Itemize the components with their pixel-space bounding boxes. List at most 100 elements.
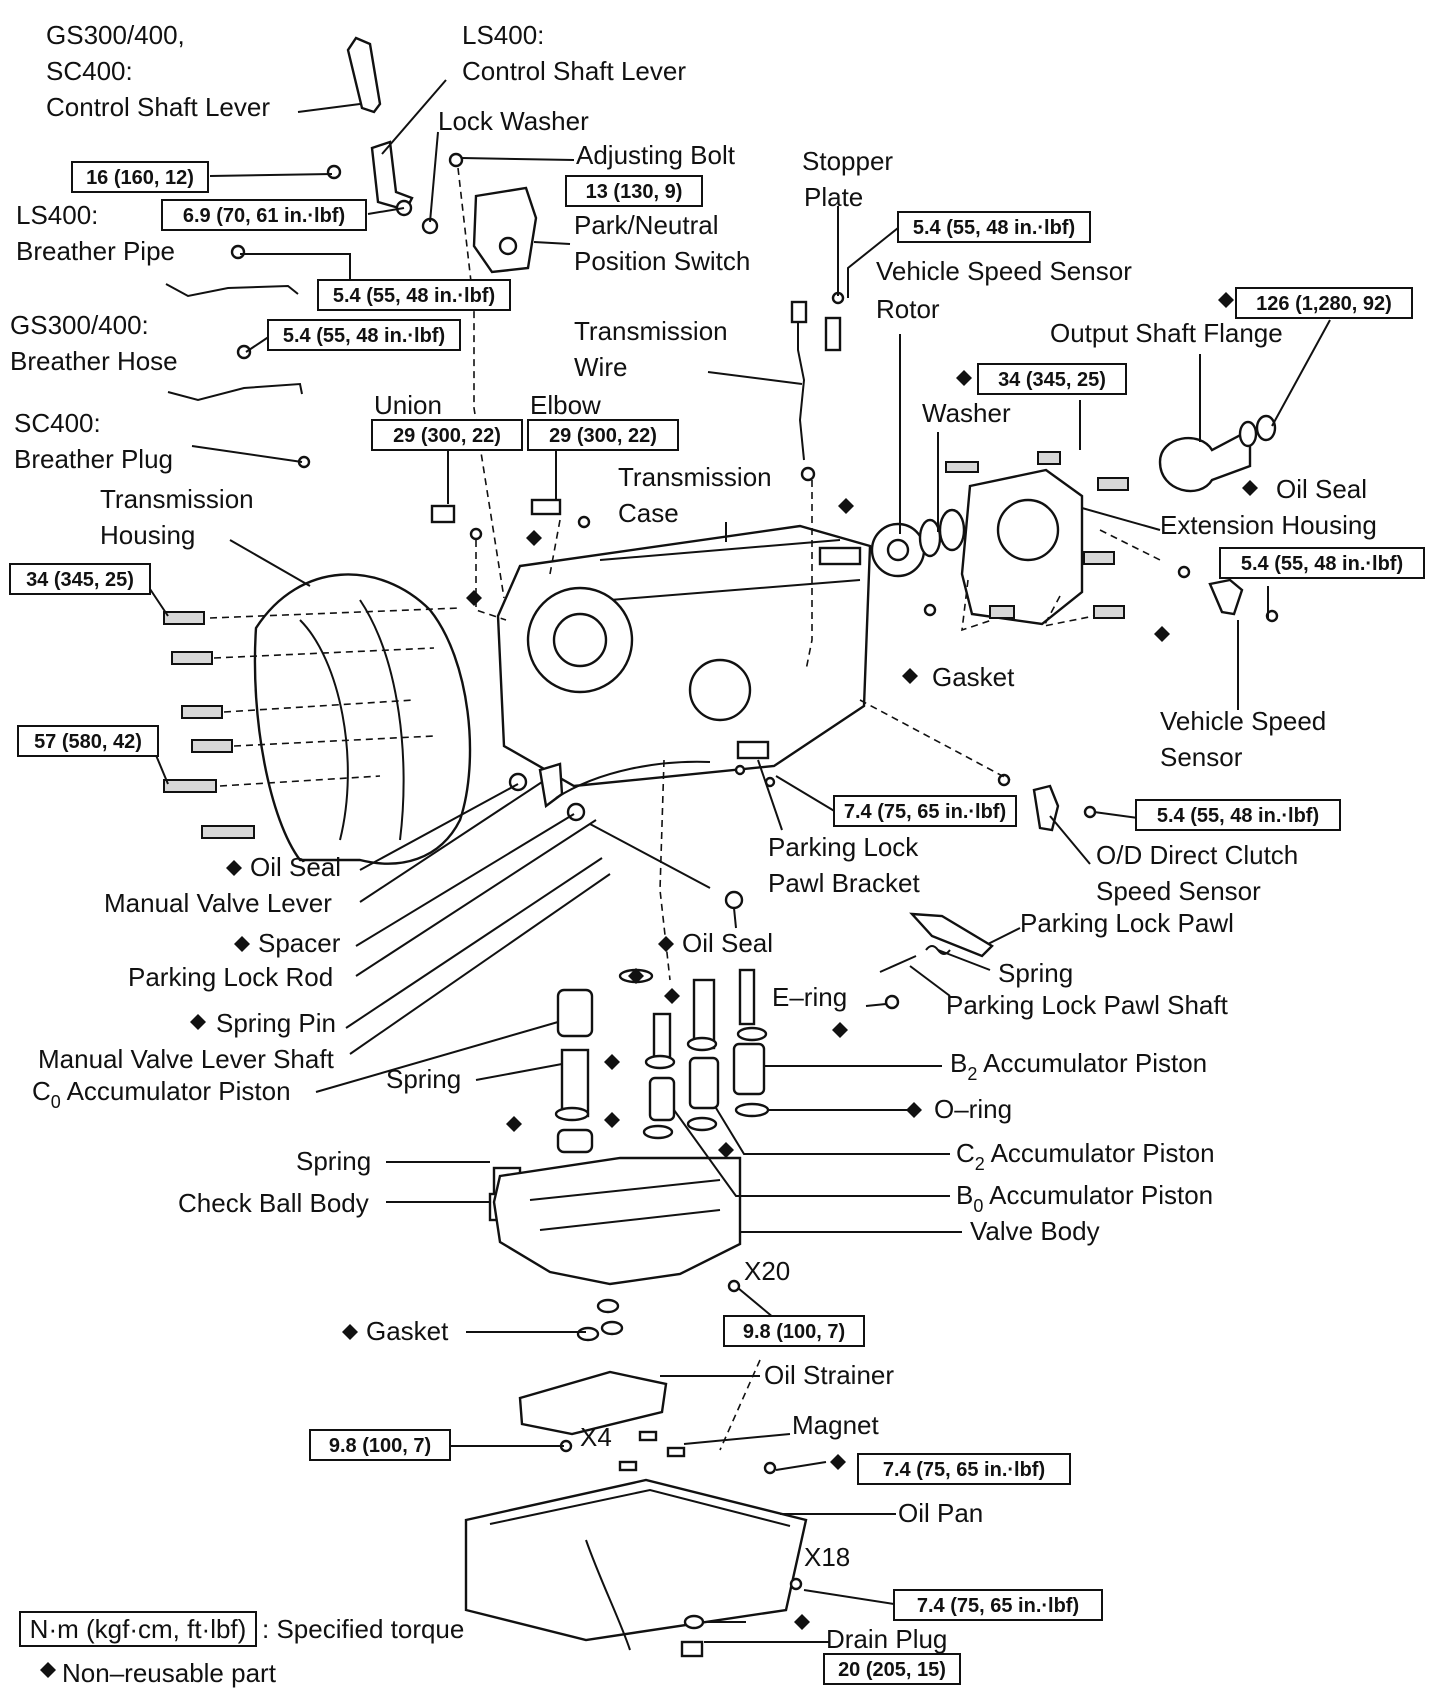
- oring-part-3: [686, 1036, 718, 1052]
- output-shaft-flange: [1158, 428, 1252, 493]
- leader-adjusting-bolt: [461, 157, 575, 161]
- leader-t126: [1271, 319, 1331, 427]
- label-gs-breather-hose-2: Breather Hose: [10, 346, 178, 376]
- diamond-icon: [190, 1014, 206, 1030]
- label-parking-bracket-1: Parking Lock: [768, 832, 919, 862]
- label-b0-piston: B0 Accumulator Piston: [956, 1180, 1213, 1216]
- label-spring-right: Spring: [998, 958, 1073, 988]
- transmission-wire-part: [797, 310, 806, 461]
- label-vss-1: Vehicle Speed: [1160, 706, 1326, 736]
- leader-t34-housing: [147, 585, 169, 617]
- leader-parking-lock-rod: [355, 819, 597, 977]
- torque-specs: 16 (160, 12) 13 (130, 9) 6.9 (70, 61 in.…: [9, 161, 1425, 1685]
- leader-c2: [715, 1107, 950, 1155]
- pawl-shaft-part: [879, 955, 917, 973]
- leader-extension-housing: [1081, 507, 1161, 531]
- oring-part-5: [734, 1102, 770, 1118]
- label-trans-case-1: Transmission: [618, 462, 772, 492]
- leader-pawl-shaft: [909, 965, 951, 997]
- union-oring: [469, 527, 483, 541]
- label-gs-breather-hose-1: GS300/400:: [10, 310, 149, 340]
- pan-bolt-2: [789, 1577, 803, 1591]
- label-gs-sc-lever-1: GS300/400,: [46, 20, 185, 50]
- label-oil-pan: Oil Pan: [898, 1498, 983, 1528]
- leader-t16: [209, 173, 333, 177]
- label-gs-sc-lever-3: Control Shaft Lever: [46, 92, 270, 122]
- pipe-bolt: [230, 244, 246, 260]
- parts-drawing: [163, 36, 1279, 1658]
- dash-elbow: [549, 519, 561, 575]
- label-b2-piston: B2 Accumulator Piston: [950, 1048, 1207, 1084]
- leader-od-sensor: [1049, 815, 1091, 865]
- label-parking-bracket-2: Pawl Bracket: [768, 868, 920, 898]
- part-labels: GS300/400, SC400: Control Shaft Lever LS…: [10, 20, 1377, 1654]
- flange-nut: [1255, 414, 1277, 442]
- torque-t29-union: 29 (300, 22): [393, 425, 501, 447]
- torque-box: [267, 319, 461, 351]
- label-adjusting-bolt: Adjusting Bolt: [576, 140, 736, 170]
- label-sc-breather-plug-1: SC400:: [14, 408, 101, 438]
- leader-gs-lever: [297, 103, 361, 113]
- torque-t54-pipe: 5.4 (55, 48 in.·lbf): [333, 285, 495, 307]
- label-od-sensor-2: Speed Sensor: [1096, 876, 1261, 906]
- input-shaft: [552, 612, 608, 668]
- leader-manual-valve-lever: [359, 781, 543, 903]
- leader-b0: [673, 1109, 950, 1197]
- label-e-ring: E–ring: [772, 982, 847, 1012]
- label-od-sensor-1: O/D Direct Clutch: [1096, 840, 1298, 870]
- assembly-lines: [209, 167, 1161, 1451]
- oil-strainer-part: [518, 1370, 668, 1436]
- dash-bolt-5: [219, 775, 381, 787]
- flange-washer: [1238, 420, 1258, 448]
- diamond-icon: [830, 1454, 846, 1470]
- leader-t74-pan2: [803, 1589, 895, 1605]
- dash-bolt-3: [223, 699, 415, 713]
- label-output-flange: Output Shaft Flange: [1050, 318, 1283, 348]
- diamond-icon: [604, 1112, 620, 1128]
- leader-switch: [533, 241, 571, 245]
- parking-pawl-bracket: [736, 740, 770, 760]
- diamond-icon: [226, 860, 242, 876]
- label-ls-breather-pipe-1: LS400:: [16, 200, 98, 230]
- torque-t16: 16 (160, 12): [86, 167, 194, 189]
- leader-spacer: [355, 813, 575, 947]
- leader-lock-washer: [429, 131, 439, 223]
- label-gs-sc-lever-2: SC400:: [46, 56, 133, 86]
- oring-part-7: [642, 1124, 674, 1140]
- wire-oring: [800, 466, 816, 482]
- label-x20: X20: [744, 1256, 790, 1286]
- parking-lock-rod-part: [555, 760, 711, 799]
- oil-seal-part-center: [724, 890, 744, 910]
- label-trans-wire-1: Transmission: [574, 316, 728, 346]
- label-oil-seal-right: Oil Seal: [1276, 474, 1367, 504]
- label-mvl-shaft: Manual Valve Lever Shaft: [38, 1044, 335, 1074]
- drain-plug-part: [680, 1640, 704, 1658]
- pan-bolt-1: [763, 1461, 777, 1475]
- label-ls-lever-2: Control Shaft Lever: [462, 56, 686, 86]
- label-elbow: Elbow: [530, 390, 601, 420]
- label-manual-valve-lever: Manual Valve Lever: [104, 888, 332, 918]
- leader-t54-hose: [245, 335, 271, 353]
- nut-16: [326, 164, 342, 180]
- diamond-icon: [794, 1614, 810, 1630]
- torque-t54-hose: 5.4 (55, 48 in.·lbf): [283, 325, 445, 347]
- torque-box: [1235, 287, 1413, 319]
- diamond-icon: [526, 530, 542, 546]
- c2-piston-part: [688, 1056, 720, 1110]
- leader-wire: [707, 371, 803, 385]
- torque-t54-vss: 5.4 (55, 48 in.·lbf): [1241, 553, 1403, 575]
- leader-spring-mid: [475, 1063, 563, 1081]
- leader-oil-seal-center: [733, 907, 737, 929]
- label-ls-breather-pipe-2: Breather Pipe: [16, 236, 175, 266]
- diamond-icon: [342, 1324, 358, 1340]
- leader-e-ring: [865, 1003, 887, 1007]
- oil-pan-rim: [489, 1488, 791, 1527]
- dash-wire: [805, 480, 813, 671]
- diamond-icon: [506, 1116, 522, 1132]
- torque-t54-od: 5.4 (55, 48 in.·lbf): [1157, 805, 1319, 827]
- oil-pan-tube: [585, 1539, 631, 1651]
- label-oil-seal-left: Oil Seal: [250, 852, 341, 882]
- housing-bolt-4: [191, 739, 233, 753]
- torque-box: [723, 1315, 865, 1347]
- b0-piston-part: [648, 1076, 676, 1122]
